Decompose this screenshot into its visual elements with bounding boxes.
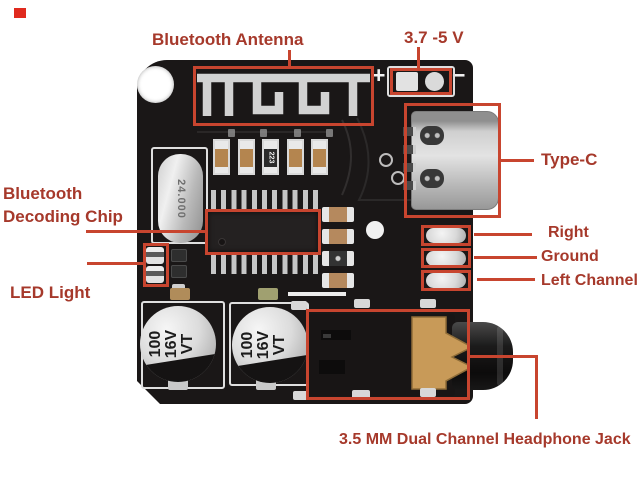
jack-pad [293,391,309,400]
smd-component [322,229,354,244]
electrolytic-capacitor-2: 100 16V VT [232,307,308,383]
led-callout-line [87,262,144,265]
chip-pin1-dimple [218,238,226,246]
power-voltage-label: 3.7 -5 V [404,28,464,47]
crystal-oscillator: 24.000 [158,154,203,243]
smd-component [238,139,255,175]
test-pad-circle [391,171,405,185]
power-plus-symbol: + [372,62,386,88]
smd-component [322,251,354,266]
chip-pins-top [211,190,321,209]
power-pad-positive [396,72,418,91]
smd-component [322,207,354,222]
jack-gold-contact [411,316,469,390]
left-channel-label: Left Channel [541,272,638,289]
bluetooth-antenna-label: Bluetooth Antenna [152,30,304,49]
type-c-pin [403,145,416,154]
smd-capacitor-223: 223 [262,139,279,175]
type-c-callout-box [404,103,501,218]
antenna-callout-box [193,66,374,126]
capacitor-pad [258,288,278,300]
capacitor-marking-line: 16V [162,329,180,359]
jack-pad [420,388,436,397]
decoding-chip-label: Bluetooth Decoding Chip [3,182,123,228]
type-c-pin [403,127,416,136]
smd-component [322,273,354,288]
decoding-chip-label-line2: Decoding Chip [3,207,123,226]
ground-pad [426,251,466,266]
via-pad [260,129,267,137]
right-channel-pad [426,228,466,243]
smd-component [287,139,304,175]
jack-callout-line-v [535,355,538,419]
via-pad [326,129,333,137]
ground-label: Ground [541,248,599,265]
crystal-marking: 24.000 [174,178,187,219]
corner-red-marker [14,8,26,18]
type-c-pin [403,181,416,190]
capacitor-marking: 100 16V VT [232,307,302,383]
capacitor-marking: 100 16V VT [140,306,210,382]
type-c-callout-line [501,159,534,162]
headphone-jack-label: 3.5 MM Dual Channel Headphone Jack [339,431,631,448]
ground-callout-line [474,256,537,259]
capacitor-marking-line: 16V [254,330,272,360]
jack-silkscreen-line [288,292,346,296]
led-component [146,247,164,264]
right-callout-box [421,225,471,246]
test-pad-circle [379,153,393,167]
via-pad [294,129,301,137]
smd-component [311,139,328,175]
power-pads-silkscreen [387,66,455,97]
chip-pins-bottom [211,255,321,274]
power-minus-symbol: − [452,62,466,88]
jack-pad [291,301,307,310]
right-label: Right [548,224,589,241]
smd-code-label: 223 [267,151,274,163]
smd-component [171,265,187,278]
crystal-silkscreen [151,147,208,244]
left-channel-pad [426,273,466,288]
via-pad [228,129,235,137]
capacitor-pad [170,288,190,300]
type-c-slot [420,169,444,188]
jack-detail [323,334,331,338]
capacitor-marking-line: 100 [146,330,164,358]
via-hole [366,221,384,239]
decoding-chip-label-line1: Bluetooth [3,184,83,203]
jack-pad [352,390,370,399]
led-light-label: LED Light [10,283,91,302]
capacitor-marking-line: VT [179,333,197,355]
led-callout-box [143,243,169,287]
power-callout-box [390,68,452,95]
chip-callout-line [86,230,206,233]
ground-callout-box [421,248,471,268]
type-c-slot [420,126,444,145]
jack-callout-line-h [467,355,538,358]
electrolytic-capacitor-1: 100 16V VT [140,306,216,382]
smd-component [213,139,230,175]
bluetooth-decoding-chip [208,212,318,252]
smd-component [171,249,187,262]
left-channel-callout-line [477,278,535,281]
antenna-callout-line [288,50,291,67]
capacitor-marking-line: VT [271,334,289,356]
jack-pad [354,299,370,308]
type-c-pin [403,163,416,172]
jack-detail [321,330,351,340]
power-callout-line [417,47,420,70]
power-pad-negative [425,72,444,91]
bluetooth-antenna-trace [197,73,370,116]
jack-pad [420,299,436,308]
jack-callout-box [306,309,470,400]
right-callout-line [474,233,532,236]
type-c-label: Type-C [541,150,598,169]
left-channel-callout-box [421,270,471,291]
mounting-hole [137,66,174,103]
led-component [146,266,164,283]
jack-detail [319,360,345,374]
capacitor-marking-line: 100 [238,331,256,359]
chip-callout-box [205,209,321,255]
